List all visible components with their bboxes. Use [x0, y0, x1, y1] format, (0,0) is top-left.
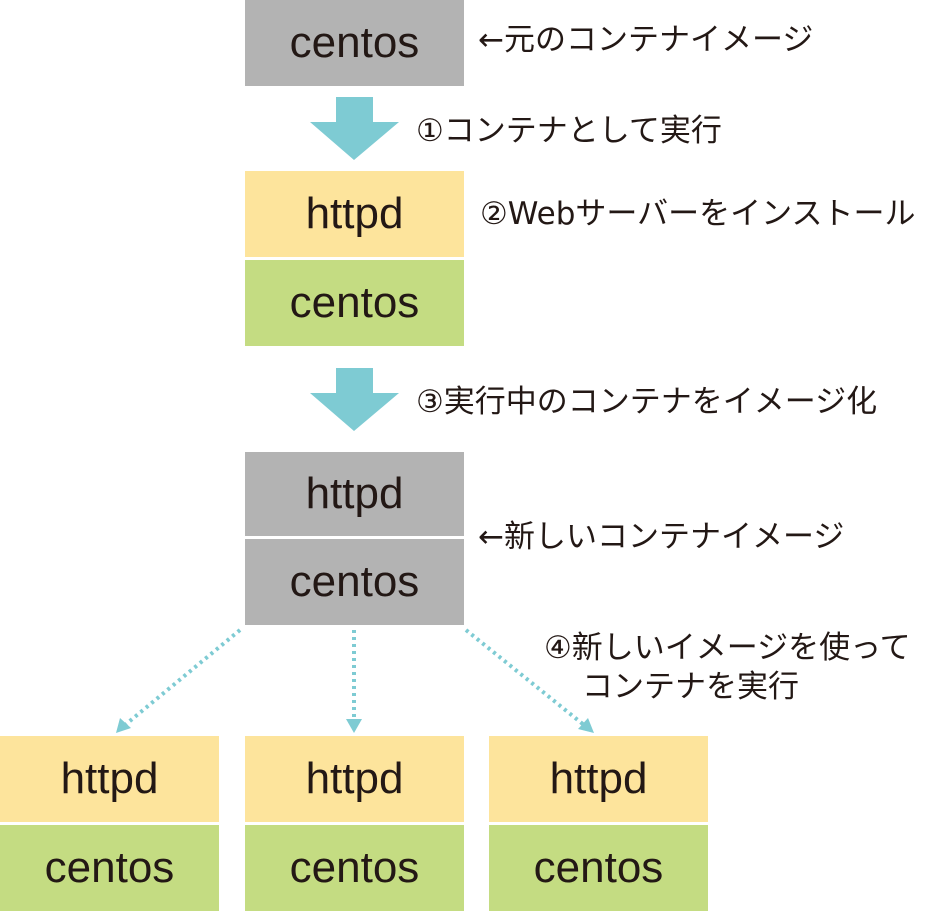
new-image-httpd-layer: httpd: [245, 452, 464, 536]
new-image-centos-layer: centos: [245, 539, 464, 625]
dotted-arrow-center: [346, 630, 362, 733]
original-image-label: ←元のコンテナイメージ: [478, 22, 814, 58]
step2-label: ②Webサーバーをインストール: [480, 196, 916, 232]
container-3-centos-layer: centos: [489, 825, 708, 911]
step4-label-line1: ④新しいイメージを使って: [544, 630, 911, 666]
block-arrow-down-2: [310, 368, 399, 431]
container-1-centos-layer: centos: [0, 825, 219, 911]
container-2-centos-layer: centos: [245, 825, 464, 911]
container-3-httpd-layer: httpd: [489, 736, 708, 822]
block-arrow-down-1: [310, 97, 399, 160]
step3-label: ③実行中のコンテナをイメージ化: [416, 384, 878, 420]
new-image-label: ←新しいコンテナイメージ: [478, 519, 845, 555]
container-1-httpd-layer: httpd: [0, 736, 219, 822]
dotted-arrow-left: [116, 628, 242, 733]
container-2-httpd-layer: httpd: [245, 736, 464, 822]
step4-label-line2: コンテナを実行: [582, 669, 799, 705]
running-centos-layer: centos: [245, 260, 464, 346]
original-centos-layer: centos: [245, 0, 464, 86]
running-httpd-layer: httpd: [245, 171, 464, 257]
step1-label: ①コンテナとして実行: [416, 113, 722, 149]
